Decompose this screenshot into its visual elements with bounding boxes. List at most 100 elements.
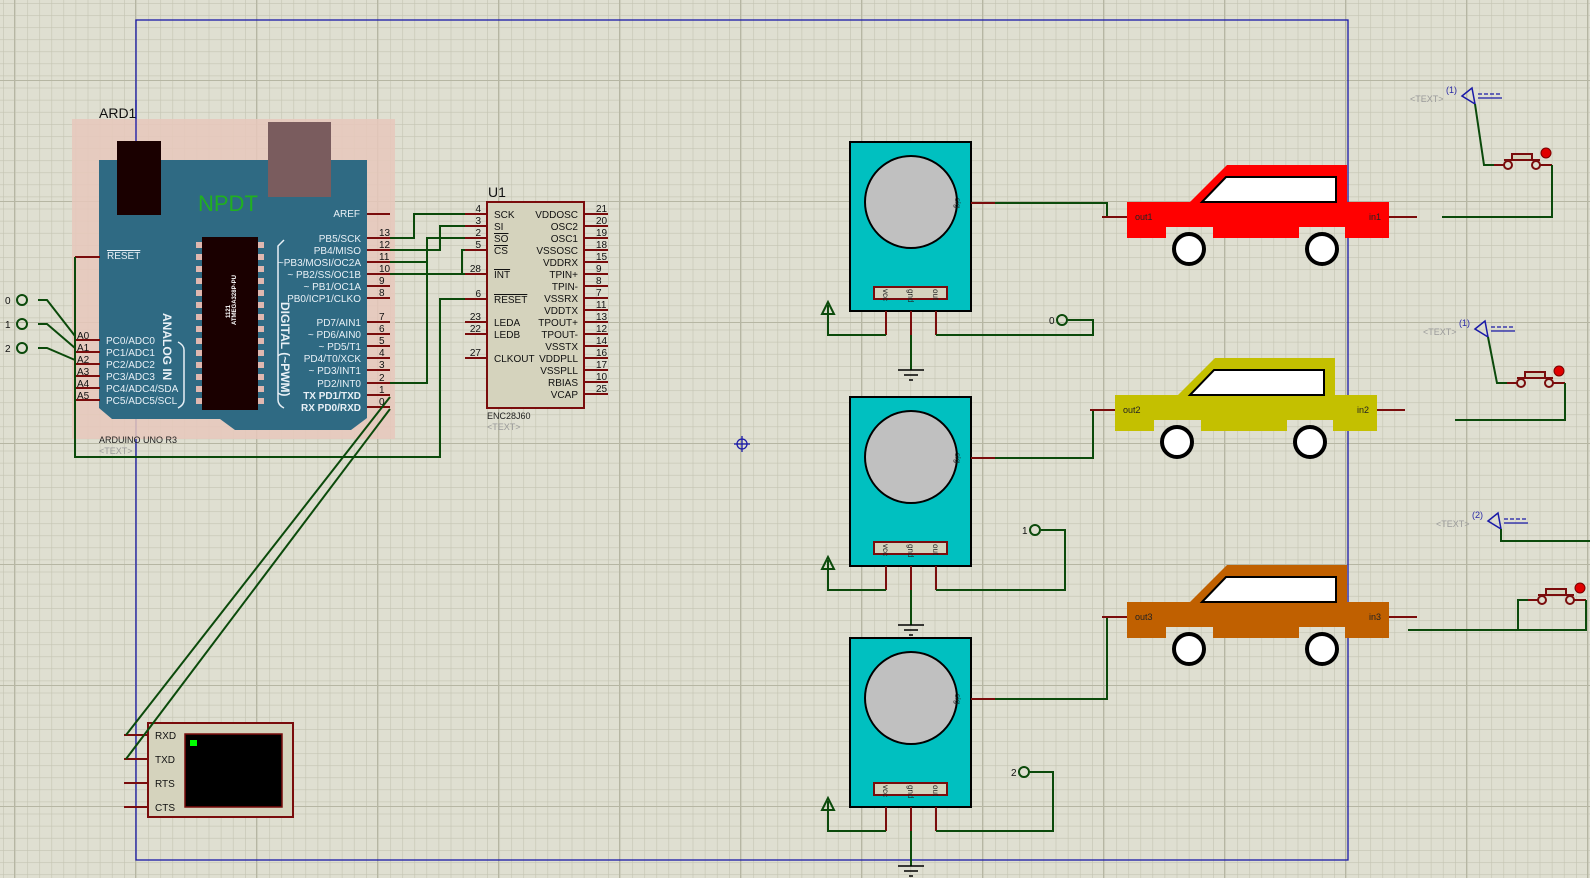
- button-toggle-icon[interactable]: [1540, 147, 1552, 159]
- arduino-digital-pin[interactable]: 0RX PD0/RXD: [301, 397, 390, 414]
- arduino-digital-pin[interactable]: 11~PB3/MOSI/OC2A: [278, 252, 390, 269]
- sensor-pin-label: gnd: [906, 544, 915, 557]
- enc-body: [486, 201, 585, 409]
- input-terminal[interactable]: 0: [5, 294, 28, 307]
- chip-pad: [196, 302, 202, 308]
- pin-name: PB5/SCK: [319, 234, 362, 245]
- chip-pad: [258, 266, 264, 272]
- input-terminal[interactable]: 2: [5, 342, 28, 355]
- push-button[interactable]: (1)<TEXT>: [1423, 318, 1566, 421]
- terminal-icon: [16, 318, 28, 330]
- generator-icon: [1486, 511, 1503, 531]
- enc-left-pin[interactable]: 3SI: [465, 216, 503, 233]
- car-in-label: in3: [1369, 612, 1381, 622]
- pin-number: 17: [596, 360, 608, 371]
- origin-marker-icon: [734, 436, 750, 452]
- pin-tag: A1: [77, 343, 90, 354]
- push-button[interactable]: (1)<TEXT>: [1410, 85, 1553, 218]
- button-toggle-icon[interactable]: [1574, 582, 1586, 594]
- ground-icon: [898, 865, 924, 877]
- car-wheel: [1305, 632, 1339, 666]
- arduino-ref: ARD1: [99, 105, 137, 121]
- pin-number: 16: [596, 348, 608, 359]
- pin-name: RBIAS: [548, 378, 578, 389]
- chip-pad: [258, 338, 264, 344]
- chip-pad: [196, 290, 202, 296]
- pin-name: LEDA: [494, 318, 520, 329]
- chip-pad: [196, 314, 202, 320]
- arduino-digital-pin[interactable]: 1TX PD1/TXD: [303, 385, 390, 402]
- pin-number: 1: [379, 385, 385, 396]
- terminal-icon: [16, 342, 28, 354]
- enc28j60-component[interactable]: U1 4SCK3SI2SO5CS28INT6RESET23LEDA22LEDB2…: [465, 184, 608, 432]
- terminal-pin[interactable]: CTS: [124, 803, 175, 814]
- terminal-pin[interactable]: RTS: [124, 779, 175, 790]
- pin-number: 7: [379, 312, 385, 323]
- button-toggle-icon[interactable]: [1553, 365, 1565, 377]
- terminal-pin[interactable]: TXD: [124, 755, 175, 766]
- car-in-label: in1: [1369, 212, 1381, 222]
- pin-number: 10: [596, 372, 608, 383]
- arduino-digital-pin[interactable]: 3~ PD3/INT1: [308, 360, 390, 377]
- push-button[interactable]: (2)<TEXT>: [1408, 510, 1590, 631]
- arduino-digital-pin[interactable]: 6~ PD6/AIN0: [308, 324, 390, 341]
- enc-left-pin[interactable]: 5CS: [465, 240, 508, 257]
- arduino-digital-pin[interactable]: 5~ PD5/T1: [318, 336, 390, 353]
- pin-name: PC4/ADC4/SDA: [106, 384, 179, 395]
- enc-left-pin[interactable]: 2SO: [465, 228, 509, 245]
- generator-label: (1): [1446, 85, 1457, 95]
- car-1[interactable]: out1 in1: [995, 165, 1417, 266]
- arduino-digital-pin[interactable]: 10~ PB2/SS/OC1B: [287, 264, 390, 281]
- sig-label: sig: [953, 198, 962, 208]
- pin-name: VDDTX: [544, 306, 578, 317]
- car-wheel: [1293, 425, 1327, 459]
- arduino-digital-pin[interactable]: 9~ PB1/OC1A: [303, 276, 390, 293]
- input-terminal[interactable]: 1: [5, 318, 28, 331]
- car-out-label: out1: [1135, 212, 1153, 222]
- pin-name: OSC1: [551, 234, 579, 245]
- pin-number: 8: [596, 276, 602, 287]
- arduino-uno-component[interactable]: ARD1 NPDT ATMEGA328P-PU 1121 ANALOG IN D…: [72, 100, 395, 456]
